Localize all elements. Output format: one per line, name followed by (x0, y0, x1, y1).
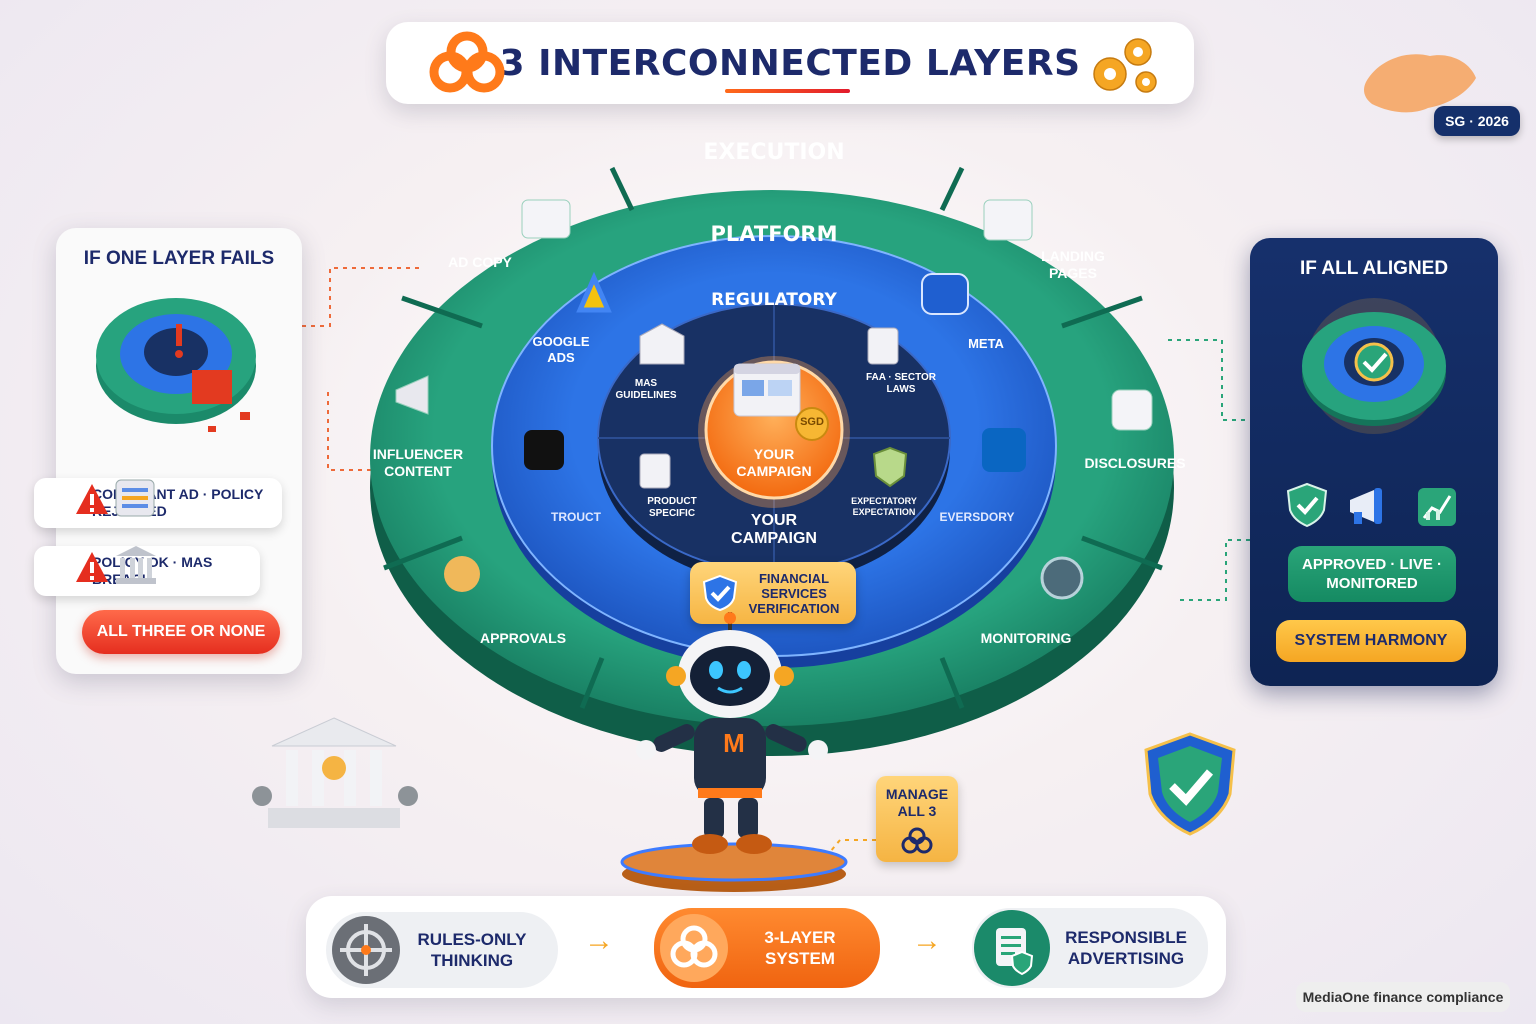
regulatory-segment-faa: FAA · SECTOR LAWS (866, 372, 937, 395)
core-campaign-label: YOUR CAMPAIGN (736, 446, 812, 479)
right-panel-title: IF ALL ALIGNED (1299, 258, 1449, 279)
gears-icon (1093, 38, 1157, 93)
platform-segment-linkedin: EVERSDORY (939, 510, 1015, 524)
regulatory-segment-supervisory: EXPECTATORY EXPECTATION (851, 496, 917, 517)
warning-icon (76, 552, 108, 582)
growth-chart-icon (1418, 488, 1456, 526)
core-bottom-label: YOUR CAMPAIGN (731, 512, 817, 547)
failure-item-policy-rejected: COMPLIANT AD · POLICY REJECTED (34, 478, 282, 528)
monitoring-radar-icon (1040, 556, 1084, 600)
tiktok-icon (524, 430, 564, 470)
flow-arrow: → (912, 924, 942, 957)
verification-badge-label: FINANCIAL SERVICES VERIFICATION (748, 570, 840, 616)
platform-segment-tiktok: TROUCT (551, 510, 601, 524)
disclosures-icon (1111, 389, 1153, 431)
execution-segment-disclosures: DISCLOSURES (1084, 455, 1186, 471)
mas-building-icon (639, 323, 685, 365)
bank-building-icon (116, 546, 156, 584)
footer-brand-tag: MediaOne finance compliance (1296, 982, 1510, 1012)
title-underline (725, 89, 850, 93)
faa-document-icon (867, 327, 899, 365)
regulatory-segment-product: PRODUCT SPECIFIC (647, 496, 697, 519)
shield-check-icon (1286, 482, 1328, 528)
checklist-icon (115, 479, 155, 517)
flow-step-label: RULES-ONLY THINKING (417, 930, 527, 970)
warning-icon (76, 484, 108, 514)
interlocking-rings-icon (660, 914, 728, 982)
sgd-badge: SGD (800, 416, 824, 428)
flow-step-responsible: RESPONSIBLE ADVERTISING (972, 908, 1208, 988)
region-badge: SG · 2026 (1434, 106, 1520, 136)
flow-step-label: RESPONSIBLE ADVERTISING (1065, 928, 1187, 968)
shield-check-icon (702, 574, 738, 612)
megaphone-icon (1350, 488, 1382, 524)
execution-ring-title: EXECUTION (703, 140, 845, 165)
mascot-chest-letter: M (723, 728, 745, 758)
linkedin-icon (982, 428, 1026, 472)
regulatory-segment-mas: MAS GUIDELINES (615, 378, 677, 401)
flow-arrow: → (584, 924, 614, 957)
platform-segment-google-ads: GOOGLE ADS (532, 334, 590, 365)
layer-ring-diagram (370, 166, 1174, 756)
execution-segment-landing-pages: LANDING PAGES (1041, 248, 1105, 281)
execution-segment-approvals: APPROVALS (479, 630, 567, 646)
execution-segment-ad-copy: AD COPY (448, 254, 512, 270)
system-harmony-button[interactable]: SYSTEM HARMONY (1276, 620, 1466, 662)
execution-segment-influencer-content: INFLUENCER CONTENT (372, 446, 464, 479)
checklist-shield-icon (974, 910, 1050, 986)
aligned-rings-icon (1302, 298, 1446, 434)
interlocking-rings-icon (429, 31, 505, 93)
flow-step-rules-only: RULES-ONLY THINKING (326, 912, 558, 988)
platform-ring-title: PLATFORM (710, 222, 838, 246)
flow-step-3-layer: 3-LAYER SYSTEM (654, 908, 880, 988)
singapore-map-icon (1364, 54, 1476, 113)
bank-building-icon (252, 717, 418, 828)
flow-step-label: 3-LAYER SYSTEM (764, 928, 836, 968)
google-ads-icon (576, 271, 612, 313)
robot-mascot (620, 612, 848, 892)
platform-segment-meta: META (968, 336, 1004, 351)
broken-rings-icon (96, 298, 256, 432)
approvals-people-icon (444, 556, 480, 592)
verification-badge: FINANCIAL SERVICES VERIFICATION (690, 562, 856, 624)
product-checklist-icon (639, 453, 671, 489)
execution-segment-monitoring: MONITORING (980, 630, 1072, 646)
all-three-or-none-button[interactable]: ALL THREE OR NONE (82, 610, 280, 654)
megaphone-icon (395, 375, 429, 415)
shield-check-icon (872, 446, 908, 488)
sgd-coin-icon (795, 407, 829, 441)
target-icon (332, 916, 400, 984)
landing-pages-icon (983, 199, 1033, 241)
regulatory-ring-title: REGULATORY (711, 290, 837, 310)
ad-copy-icon (521, 199, 571, 239)
page-title: 3 INTERCONNECTED LAYERS (499, 42, 1081, 84)
left-panel-title: IF ONE LAYER FAILS (83, 248, 275, 269)
shield-check-icon (1144, 732, 1236, 836)
manage-all-3-label: MANAGE ALL 3 (885, 786, 949, 819)
interlocking-rings-icon (901, 827, 933, 854)
approved-live-monitored-status: APPROVED · LIVE · MONITORED (1288, 546, 1456, 602)
meta-icon (921, 273, 969, 315)
